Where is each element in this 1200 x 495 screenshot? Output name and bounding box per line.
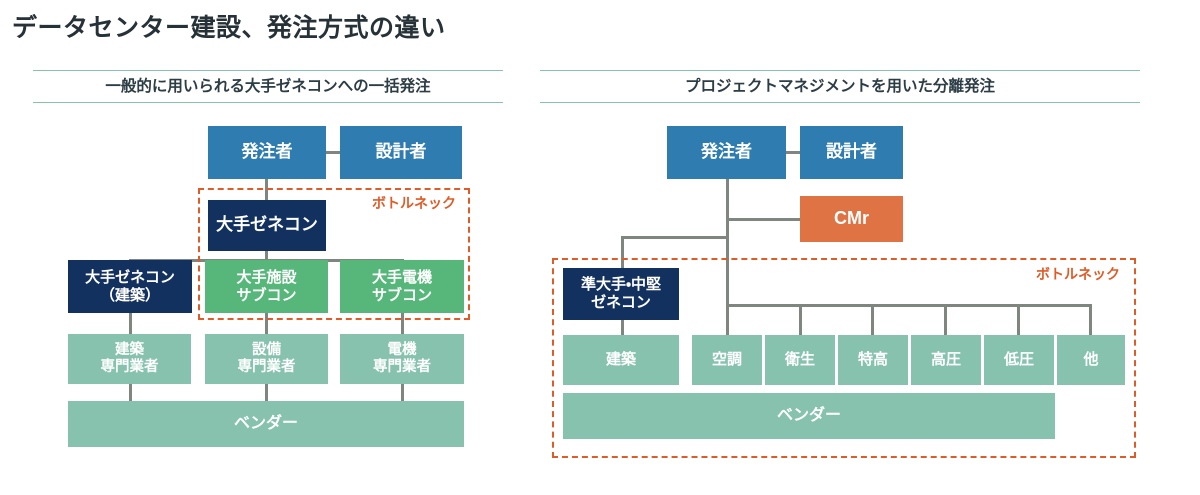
connector-specbuilding-vendor bbox=[129, 384, 132, 401]
connector-client-gc bbox=[265, 179, 268, 201]
left-bottleneck-label: ボトルネック bbox=[372, 195, 456, 211]
right-node-trade-low-voltage[interactable]: 低圧 bbox=[984, 335, 1054, 385]
right-connector-drop-highvolt bbox=[944, 304, 947, 335]
right-bottleneck-label: ボトルネック bbox=[1036, 266, 1120, 282]
right-connector-client-designer bbox=[786, 151, 800, 154]
right-node-designer[interactable]: 設計者 bbox=[800, 126, 903, 179]
left-node-gc-building[interactable]: 大手ゼネコン （建築） bbox=[68, 260, 192, 313]
right-connector-midcontractor-drop bbox=[621, 236, 624, 268]
connector-specfacility-vendor bbox=[265, 384, 268, 401]
connector-gcbuilding-spec bbox=[129, 313, 132, 335]
right-panel-heading: プロジェクトマネジメントを用いた分離発注 bbox=[540, 70, 1140, 104]
right-connector-drop-lowvolt bbox=[1017, 304, 1020, 335]
right-node-mid-contractor[interactable]: 準大手・中堅 ゼネコン bbox=[563, 268, 679, 320]
right-node-trade-sanitary[interactable]: 衛生 bbox=[765, 335, 835, 385]
right-connector-client-down bbox=[726, 179, 729, 306]
connector-gc-branch-vertical bbox=[265, 251, 268, 263]
right-connector-drop-other bbox=[1089, 304, 1092, 335]
left-panel-heading: 一般的に用いられる大手ゼネコンへの一括発注 bbox=[33, 70, 503, 104]
right-connector-drop-extrahigh bbox=[871, 304, 874, 335]
right-node-trade-building[interactable]: 建築 bbox=[563, 335, 679, 385]
right-node-client[interactable]: 発注者 bbox=[667, 126, 786, 179]
right-node-trade-hvac[interactable]: 空調 bbox=[692, 335, 762, 385]
right-node-trade-other[interactable]: 他 bbox=[1057, 335, 1125, 385]
left-node-specialist-electric[interactable]: 電機 専門業者 bbox=[340, 334, 464, 384]
right-connector-trade-bus bbox=[726, 304, 1092, 307]
left-node-client[interactable]: 発注者 bbox=[208, 126, 326, 179]
right-connector-drop-sanitary bbox=[799, 304, 802, 335]
left-node-electric-subcontractor[interactable]: 大手電機 サブコン bbox=[340, 260, 464, 313]
right-connector-client-cmr bbox=[726, 218, 800, 221]
left-node-facility-subcontractor[interactable]: 大手施設 サブコン bbox=[205, 260, 328, 313]
right-connector-drop-hvac bbox=[726, 304, 729, 335]
connector-client-designer bbox=[326, 151, 340, 154]
right-node-cmr[interactable]: CMr bbox=[800, 196, 903, 242]
right-connector-branch-to-midcontractor-horizontal bbox=[621, 236, 728, 239]
right-connector-midcontractor-to-building bbox=[621, 320, 624, 335]
page-title: データセンター建設、発注方式の違い bbox=[12, 14, 446, 42]
left-node-general-contractor[interactable]: 大手ゼネコン bbox=[208, 200, 326, 251]
connector-facilitysub-spec bbox=[265, 313, 268, 335]
right-node-vendor[interactable]: ベンダー bbox=[563, 393, 1055, 439]
connector-specelectric-vendor bbox=[401, 384, 404, 401]
left-node-vendor[interactable]: ベンダー bbox=[68, 401, 464, 447]
right-node-trade-extra-high-voltage[interactable]: 特高 bbox=[838, 335, 908, 385]
left-node-specialist-facility[interactable]: 設備 専門業者 bbox=[205, 334, 328, 384]
right-node-trade-high-voltage[interactable]: 高圧 bbox=[911, 335, 981, 385]
connector-electricsub-spec bbox=[401, 313, 404, 335]
left-node-specialist-building[interactable]: 建築 専門業者 bbox=[68, 334, 191, 384]
left-node-designer[interactable]: 設計者 bbox=[340, 126, 462, 179]
